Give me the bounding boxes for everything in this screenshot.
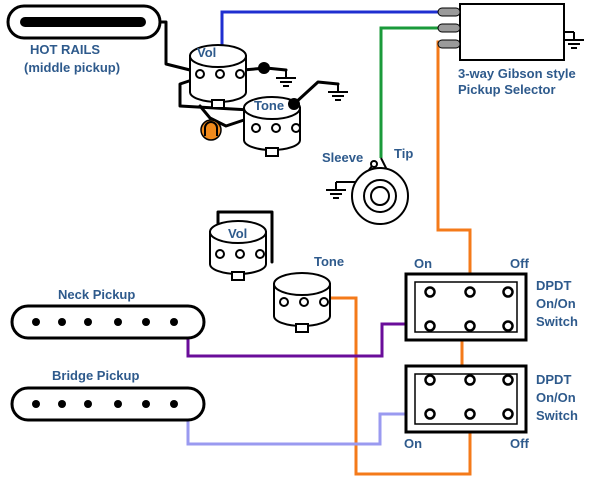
sleeve-label: Sleeve	[322, 150, 363, 165]
selector-label-line1: 3-way Gibson style	[458, 66, 576, 81]
middle-pickup-label: (middle pickup)	[24, 60, 120, 75]
vol-label-bottom: Vol	[228, 226, 247, 241]
wire-lavender	[186, 412, 430, 446]
vol-label-top: Vol	[197, 45, 216, 60]
on-label-bottom: On	[404, 436, 422, 451]
output-jack	[336, 157, 409, 225]
dpdt1-label-line3: Switch	[536, 314, 578, 329]
dpdt-switch-bottom	[404, 364, 528, 434]
wire-purple	[186, 322, 430, 358]
volume-pot-top	[189, 44, 247, 109]
capacitor	[200, 119, 222, 141]
ground-symbol	[564, 32, 584, 49]
bridge-pickup-label: Bridge Pickup	[52, 368, 139, 383]
wire-green	[379, 26, 446, 158]
dpdt2-label-line1: DPDT	[536, 372, 571, 387]
on-label-top: On	[414, 256, 432, 271]
off-label-top: Off	[510, 256, 529, 271]
wire-blue	[220, 10, 446, 58]
tone-pot-bottom	[273, 272, 331, 333]
volume-pot-bottom	[209, 220, 267, 281]
selector-label-line2: Pickup Selector	[458, 82, 556, 97]
dpdt1-label-line1: DPDT	[536, 278, 571, 293]
ground-symbol	[326, 182, 346, 199]
neck-pickup	[10, 304, 206, 340]
neck-pickup-label: Neck Pickup	[58, 287, 135, 302]
tone-label-bottom: Tone	[314, 254, 344, 269]
dpdt1-label-line2: On/On	[536, 296, 576, 311]
solder-joint	[288, 98, 300, 110]
hot-rails-pickup	[6, 4, 162, 40]
dpdt2-label-line3: Switch	[536, 408, 578, 423]
pickup-selector	[437, 3, 574, 61]
hot-rails-label: HOT RAILS	[30, 42, 100, 57]
bridge-pickup	[10, 386, 206, 422]
wire-orange-lower	[330, 296, 472, 476]
off-label-bottom: Off	[510, 436, 529, 451]
dpdt-switch-top	[404, 272, 528, 342]
wire-black-tone-ground	[292, 80, 340, 106]
dpdt2-label-line2: On/On	[536, 390, 576, 405]
tip-label: Tip	[394, 146, 413, 161]
tone-label-top: Tone	[254, 98, 284, 113]
tone-pot-top	[243, 96, 301, 157]
ground-symbol	[328, 84, 348, 101]
solder-joint	[258, 62, 270, 74]
ground-symbol	[276, 70, 296, 87]
